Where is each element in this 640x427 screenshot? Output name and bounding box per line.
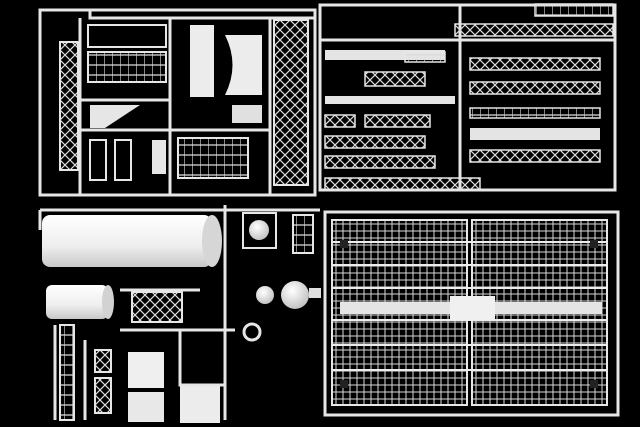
- rail-strip-3: [325, 50, 445, 60]
- frame-part-outline: [178, 330, 225, 387]
- grate-divider-rows: [332, 241, 607, 371]
- small-frame-part: [94, 349, 112, 373]
- rail-strip-12: [470, 128, 600, 140]
- sprue-top-left: [38, 8, 317, 197]
- sprue-grate-frame: [323, 210, 620, 417]
- vent-grille-part: [292, 214, 314, 254]
- ladder-part-vertical: [59, 324, 75, 421]
- hatch-disc-part: [249, 220, 269, 240]
- plate-part-b: [232, 105, 262, 123]
- dome-nozzle: [309, 288, 321, 298]
- truss-box-part: [131, 291, 183, 323]
- rail-strip-11: [364, 114, 431, 128]
- curved-plate-part: [225, 35, 262, 95]
- round-fitting-part: [256, 286, 274, 304]
- rail-strip-2: [454, 23, 614, 37]
- ring-part: [242, 322, 262, 342]
- grille-part: [242, 212, 277, 249]
- rail-strip-5: [469, 57, 601, 71]
- rail-strip-13: [324, 135, 426, 149]
- truss-part-left: [59, 41, 79, 171]
- rail-strip-7: [469, 81, 601, 95]
- rail-strip-6: [364, 71, 426, 87]
- rail-strip-1: [534, 3, 614, 17]
- rail-strip-15: [324, 155, 436, 169]
- wedge-part: [90, 105, 140, 128]
- dome-part: [281, 281, 309, 309]
- rail-strip-9: [469, 107, 601, 119]
- small-cylinder-part: [46, 285, 108, 319]
- rail-strip-16: [324, 177, 481, 191]
- rail-strip-8: [325, 96, 455, 104]
- box-part-c: [152, 140, 166, 174]
- small-frame-part-2: [94, 377, 112, 414]
- truss-tower-part: [273, 19, 309, 186]
- panel-part: [87, 24, 167, 48]
- small-cylinder-cap: [102, 285, 114, 319]
- large-cylinder-part: [42, 215, 212, 267]
- rail-strip-14: [469, 149, 601, 163]
- rail-strip-4: [404, 51, 446, 63]
- plate-part-a: [190, 25, 214, 97]
- block-part-c: [180, 385, 220, 423]
- grate-dark-slot-2: [340, 380, 348, 388]
- grate-center-block: [450, 296, 495, 320]
- rail-part: [87, 51, 167, 83]
- block-part-a: [128, 352, 164, 388]
- grate-dark-slot-4: [590, 380, 598, 388]
- block-part-b: [128, 392, 164, 422]
- box-part-b: [114, 139, 132, 181]
- cylinder-end-cap: [202, 215, 222, 267]
- window-frame-part: [177, 137, 249, 179]
- rail-strip-10: [324, 114, 356, 128]
- box-part-a: [89, 139, 107, 181]
- grate-dark-slot-1: [340, 240, 348, 248]
- grate-dark-slot-3: [590, 240, 598, 248]
